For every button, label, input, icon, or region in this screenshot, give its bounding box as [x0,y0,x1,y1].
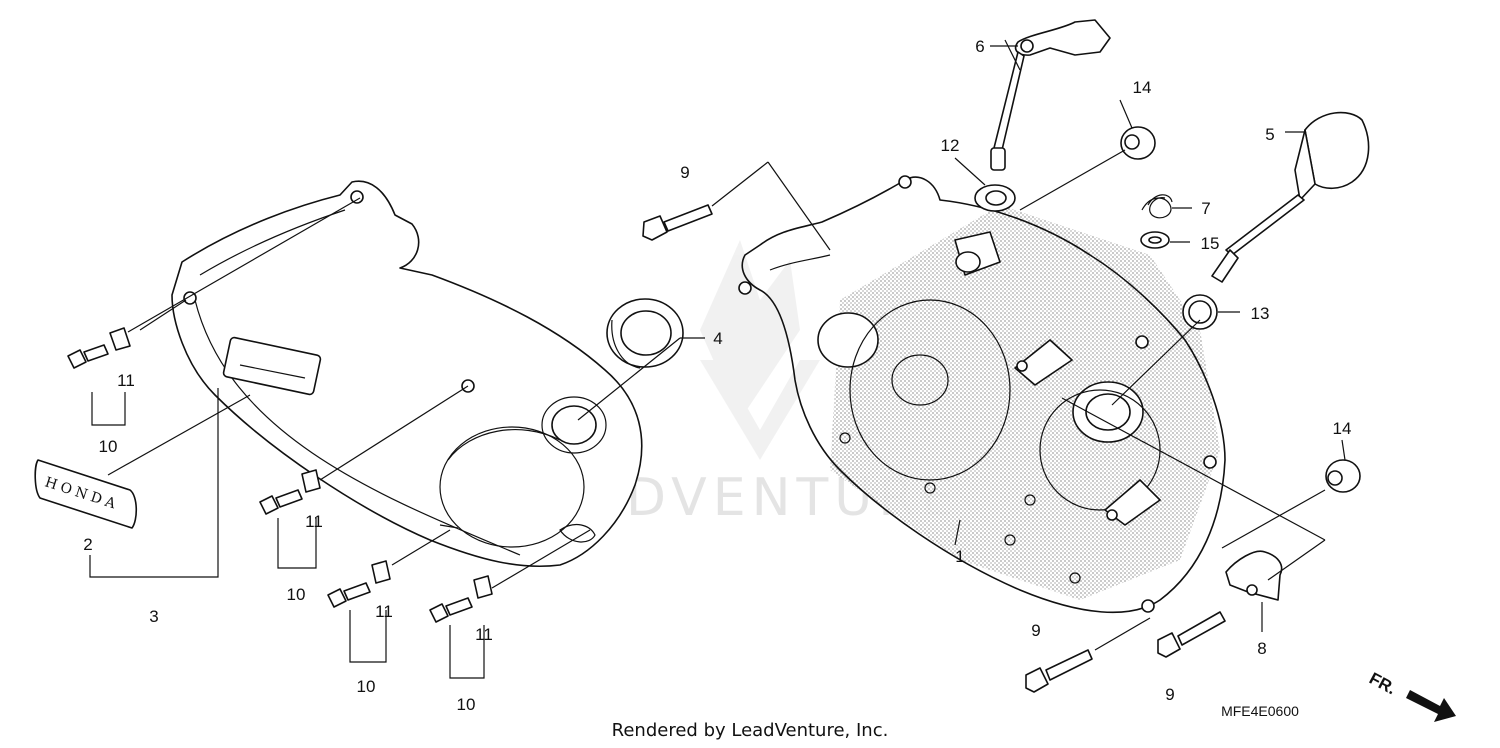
ref-number: 7 [1201,199,1210,218]
outer-cover [171,180,643,568]
ref-number: 10 [357,677,376,696]
ref-number: 15 [1201,234,1220,253]
ref-number: 9 [1031,621,1040,640]
ref-number: 1 [955,547,964,566]
return-spring-7 [1141,194,1173,219]
oil-seal [606,298,684,369]
gearshift-arm [990,19,1111,171]
ref-number: 4 [713,329,722,348]
ref-number: 13 [1251,304,1270,323]
oil-seal-12 [974,184,1016,212]
bolt-set-bottom-right [429,575,493,623]
crankcase-cover [738,175,1226,614]
ref-number: 3 [149,607,158,626]
bolt-9-top [642,204,713,241]
collar-14b [1325,459,1361,493]
bolt-set-mid-left [259,469,321,515]
honda-emblem: HONDA [34,459,138,529]
ref-number: 14 [1333,419,1352,438]
collar-14a [1120,126,1156,160]
ref-number: 11 [305,512,323,531]
leader-lines [89,39,1346,679]
ref-number: 9 [1165,685,1174,704]
o-ring-13 [1182,294,1218,330]
ref-number: 11 [475,625,493,644]
ref-number: 5 [1265,125,1274,144]
oil-level-gauge [1211,111,1370,283]
ref-number: 9 [680,163,689,182]
bolt-set-top-left [67,327,131,369]
ref-number: 10 [287,585,306,604]
ref-number: 2 [83,535,92,554]
ref-number: 6 [975,37,984,56]
ref-number: 11 [117,371,135,390]
ref-number: 10 [457,695,476,714]
bolt-9-bottom-right [1157,611,1226,658]
bolt-9-bottom-left [1025,649,1093,693]
ref-number: 10 [99,437,118,456]
arrow-right-icon [1406,690,1456,722]
bolt-set-bottom-mid [327,560,391,608]
front-direction-marker: FR. [1366,669,1456,722]
watermark-logo-icon [700,240,820,460]
ref-number: 14 [1133,78,1152,97]
washer-15 [1140,231,1170,249]
stay-8 [1225,550,1283,601]
reference-numbers: 1 2 3 4 5 6 7 8 9 9 9 10 10 10 10 11 11 … [83,37,1351,714]
diagram-code: MFE4E0600 [1221,703,1299,719]
ref-number: 12 [941,136,960,155]
ref-number: 11 [375,602,393,621]
footer-credit: Rendered by LeadVenture, Inc. [612,720,889,741]
front-label: FR. [1366,669,1399,699]
ref-number: 8 [1257,639,1266,658]
